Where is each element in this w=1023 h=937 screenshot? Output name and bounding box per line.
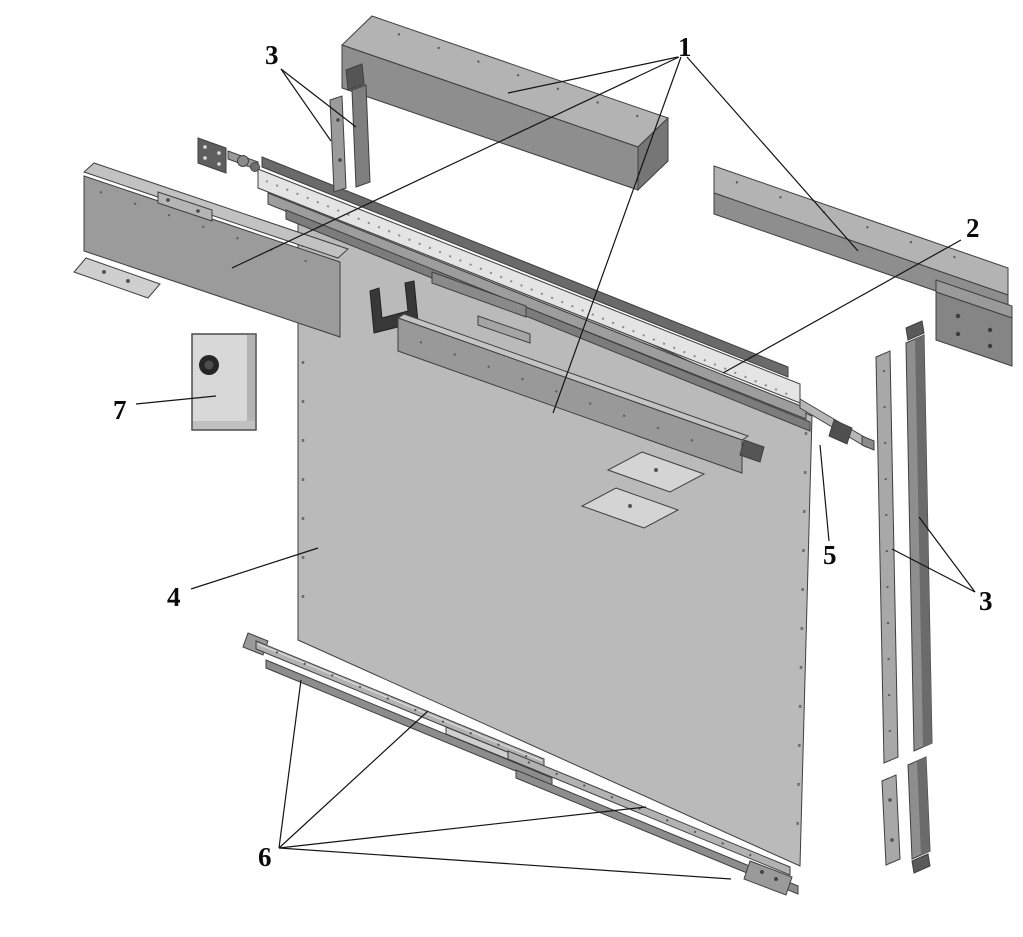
hood-left-fasteners — [397, 33, 641, 118]
guide-rail-right-lower-outer — [881, 774, 901, 866]
guide-rail-top-left — [329, 63, 371, 193]
guide-rail-right-inner — [905, 320, 933, 752]
screw-icon — [774, 877, 778, 881]
bottom-rail-group — [242, 632, 799, 896]
screw-icon — [166, 198, 170, 202]
screw-icon — [987, 327, 993, 333]
fascia-base-plate — [73, 257, 161, 299]
hood-panel-left — [341, 15, 669, 192]
callout-4-leaders — [190, 547, 319, 590]
floor-plates — [580, 451, 706, 529]
guide-bar-outer — [329, 95, 347, 193]
control-box — [191, 333, 257, 431]
drive-shaft — [799, 398, 875, 451]
bottom-rail-right-outer — [507, 750, 791, 876]
callout-4-label: 4 — [167, 582, 181, 612]
callout-6-leaders — [278, 679, 732, 880]
guide-rail-right-outer — [875, 350, 899, 764]
screw-icon — [336, 118, 340, 122]
screw-icon — [217, 162, 221, 166]
valance-panel — [396, 271, 765, 474]
guide-rail-right-lower-inner — [907, 756, 931, 874]
valance-end-bracket — [739, 439, 765, 463]
screw-icon — [955, 313, 961, 319]
callout-3-top-leaders — [280, 68, 357, 142]
callout-7-leaders — [135, 395, 217, 405]
callout-2-leaders — [722, 239, 962, 374]
barrel-coupler — [237, 155, 249, 167]
screw-icon — [628, 504, 632, 508]
barrel-top-rail — [261, 156, 789, 378]
callout-3-right-leaders — [891, 516, 976, 593]
callout-5-label: 5 — [823, 540, 837, 570]
screw-icon — [217, 151, 221, 155]
screw-icon — [888, 798, 892, 802]
screw-icon — [102, 270, 106, 274]
screw-icon — [760, 870, 764, 874]
screw-icon — [987, 343, 993, 349]
callout-1-label: 1 — [678, 32, 692, 62]
guide-top-plate — [345, 63, 365, 91]
callout-6-label: 6 — [258, 842, 272, 872]
callout-2-label: 2 — [966, 213, 980, 243]
screw-icon — [196, 209, 200, 213]
callout-7-label: 7 — [113, 395, 127, 425]
roller-barrel-assembly — [197, 137, 811, 432]
barrel-mid-rail — [267, 192, 807, 420]
rail-bottom-clip — [911, 853, 931, 874]
barrel-perforations — [265, 180, 793, 397]
barrel-coupler — [250, 162, 260, 172]
barrel-lower-rail — [285, 209, 811, 432]
bottom-rail-right-inner — [515, 769, 799, 895]
rail-top-bracket — [905, 320, 925, 341]
screw-icon — [654, 468, 658, 472]
callout-3-right-label: 3 — [979, 586, 993, 616]
shaft-tip — [861, 435, 875, 451]
screw-icon — [203, 156, 207, 160]
curtain-right-fasteners — [795, 431, 808, 855]
screw-icon — [955, 331, 961, 337]
fascia-angle-bracket — [157, 191, 213, 222]
valance-upper-rail — [431, 271, 527, 318]
bottom-bracket-right — [743, 860, 793, 896]
screw-icon — [338, 158, 342, 162]
guide-bar-inner — [351, 84, 371, 188]
callout-1-leaders — [231, 56, 859, 414]
header-fascia-panel — [73, 162, 349, 338]
callout-3-top-label: 3 — [265, 40, 279, 70]
screw-icon — [890, 838, 894, 842]
screw-icon — [126, 279, 130, 283]
hood-end-cap — [935, 279, 1013, 367]
callout-5-leaders — [819, 444, 830, 542]
barrel-left-bearing-plate — [197, 137, 227, 174]
shaft-bearing — [828, 419, 853, 445]
valance-upper-rail-2 — [477, 315, 531, 344]
control-box-knob-center — [204, 360, 214, 370]
screw-icon — [203, 145, 207, 149]
